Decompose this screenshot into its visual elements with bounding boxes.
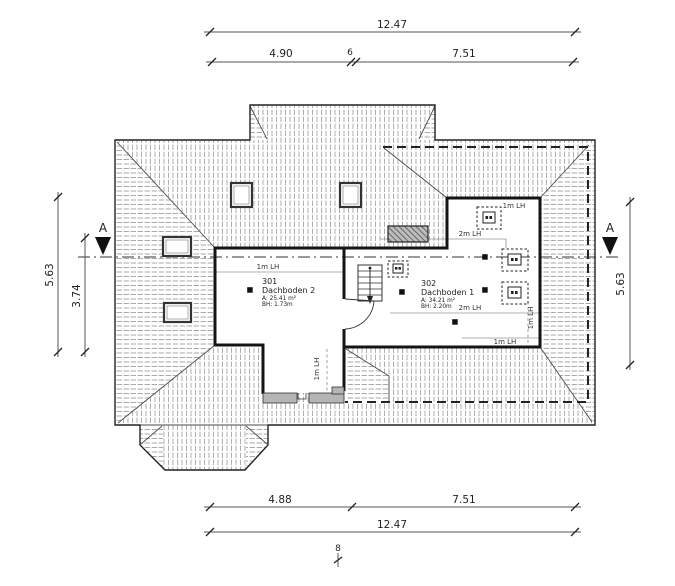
door-swing — [344, 298, 375, 330]
dim-right-outer: 5.63 — [615, 197, 635, 370]
roof-window — [501, 281, 529, 305]
room-301-label: 301 Dachboden 2 A: 25.41 m² BH: 1.73m — [262, 277, 315, 308]
skylight-window — [338, 181, 363, 209]
room-302-label: 302 Dachboden 1 A: 34.21 m² BH: 2.20m — [421, 279, 474, 310]
svg-text:12.47: 12.47 — [377, 19, 407, 31]
room-floors — [215, 198, 540, 393]
room-area: A: 25.41 m² — [262, 295, 296, 302]
stair-direction-arrow — [367, 296, 373, 304]
skylights — [161, 181, 363, 324]
roof-plane-east — [540, 141, 595, 424]
lh-label: 1m LH — [527, 307, 535, 330]
dim-bottom-small: 8 — [333, 544, 343, 567]
dimensions: 12.47 4.90 6 7.51 4.88 7.51 12.47 8 — [44, 19, 635, 567]
lh-label: 2m LH — [459, 304, 482, 312]
roof-plane-west — [115, 140, 215, 425]
skylight-window — [162, 301, 193, 324]
walls — [213, 196, 542, 394]
room-name: Dachboden 2 — [262, 286, 315, 295]
roof-window — [387, 260, 409, 278]
lh-label: 1m LH — [494, 338, 517, 346]
post — [482, 287, 488, 293]
roof-hip-lines — [116, 105, 593, 445]
lower-storey-dashed-outline — [345, 146, 589, 403]
room-area: A: 34.21 m² — [421, 297, 455, 304]
dim-left-outer: 5.63 — [44, 192, 63, 357]
dim-bottom-total: 12.47 — [204, 519, 581, 537]
lh-label: 2m LH — [459, 230, 482, 238]
lh-label: 1m LH — [503, 202, 526, 210]
svg-text:7.51: 7.51 — [452, 48, 475, 60]
section-label-right: A — [606, 221, 615, 235]
bay-sliver-left — [140, 425, 163, 468]
bay-sliver-right — [246, 425, 268, 467]
roof-plane-center-small — [346, 349, 389, 402]
svg-text:8: 8 — [335, 544, 341, 554]
post — [482, 254, 488, 260]
svg-text:6: 6 — [347, 48, 353, 58]
svg-text:4.88: 4.88 — [268, 494, 291, 506]
svg-text:3.74: 3.74 — [71, 284, 83, 308]
room-302-floor — [344, 198, 540, 347]
dim-left-inner: 3.74 — [71, 233, 90, 357]
staircase — [357, 264, 383, 304]
svg-text:7.51: 7.51 — [452, 494, 475, 506]
svg-text:4.90: 4.90 — [269, 48, 292, 60]
room-301-floor — [215, 248, 344, 393]
post — [247, 287, 253, 293]
section-line-a: A A — [78, 221, 620, 258]
masonry-wall — [262, 386, 345, 404]
section-label-left: A — [99, 221, 108, 235]
room-name: Dachboden 1 — [421, 288, 474, 297]
dim-top-split: 4.90 6 7.51 — [206, 48, 579, 67]
svg-text:5.63: 5.63 — [44, 263, 56, 286]
posts — [247, 254, 488, 325]
room-height: BH: 2.20m — [421, 304, 452, 310]
svg-text:5.63: 5.63 — [615, 272, 627, 295]
lh-label: 1m LH — [313, 358, 321, 381]
headroom-labels: 1m LH 1m LH 2m LH 2m LH 1m LH 1m LH 1m L… — [257, 202, 535, 380]
skylight-window — [229, 181, 254, 209]
door-threshold — [297, 393, 307, 400]
roof-window — [501, 248, 529, 272]
chimney — [387, 225, 429, 243]
room-number: 302 — [421, 279, 436, 288]
room-height: BH: 1.73m — [262, 302, 293, 308]
skylight-window — [161, 235, 193, 258]
dim-top-total: 12.47 — [204, 19, 581, 37]
post — [399, 289, 405, 295]
section-arrow-left — [95, 237, 111, 255]
section-arrow-right — [602, 237, 618, 255]
roof-windows-dashed — [387, 206, 529, 305]
roof-window — [476, 206, 502, 230]
post — [452, 319, 458, 325]
building-outline — [114, 104, 596, 471]
lh-label: 1m LH — [257, 263, 280, 271]
dim-bottom-split: 4.88 7.51 — [204, 494, 581, 512]
svg-text:12.47: 12.47 — [377, 519, 407, 531]
room-number: 301 — [262, 277, 277, 286]
